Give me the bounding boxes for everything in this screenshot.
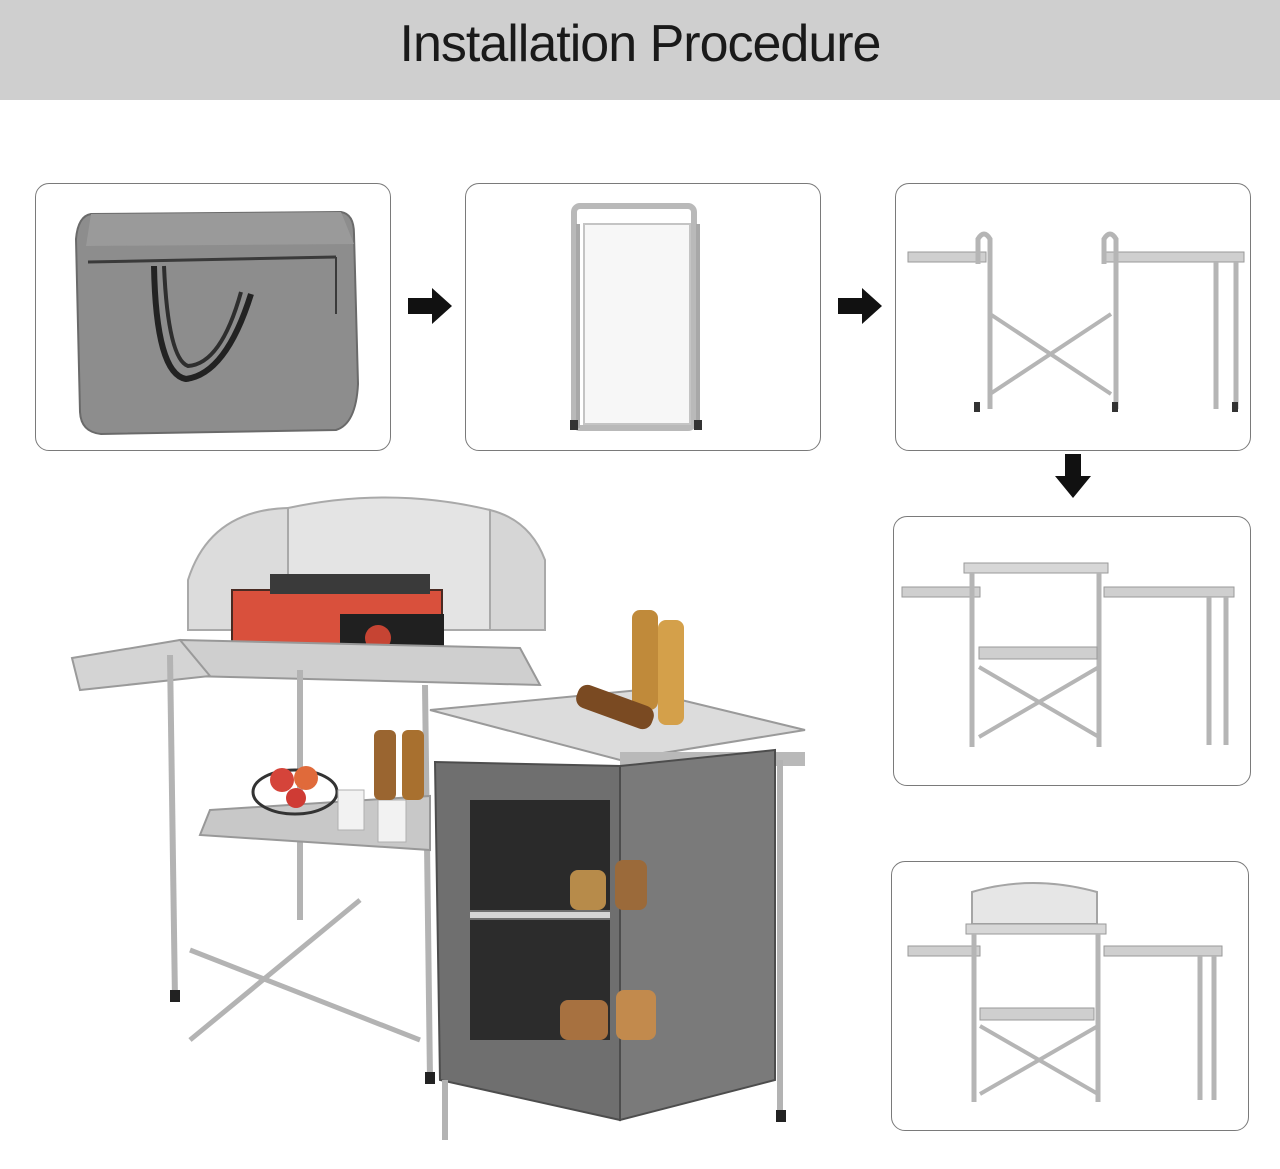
page-title: Installation Procedure: [399, 15, 882, 73]
assembled-camp-kitchen-image: [70, 496, 806, 1140]
arrow-right-icon: [408, 288, 452, 324]
step-panel-unfolded-frame: [895, 183, 1251, 451]
header-banner: Installation Procedure: [0, 0, 1280, 100]
carry-bag-image: [74, 210, 360, 436]
step-panel-assembled-frame-with-windscreen: [891, 861, 1249, 1131]
arrow-down-icon: [1055, 454, 1091, 498]
folded-frame-image: [570, 203, 702, 431]
step-panel-assembled-frame-with-shelf: [893, 516, 1251, 786]
step-panel-folded-frame: [465, 183, 821, 451]
arrow-right-icon: [838, 288, 882, 324]
stove-icon: [231, 574, 444, 658]
step-panel-carry-bag: [35, 183, 391, 451]
assembled-frame-shelf-image: [901, 562, 1235, 747]
unfolded-frame-image: [907, 231, 1245, 412]
assembled-frame-windscreen-image: [907, 882, 1223, 1102]
